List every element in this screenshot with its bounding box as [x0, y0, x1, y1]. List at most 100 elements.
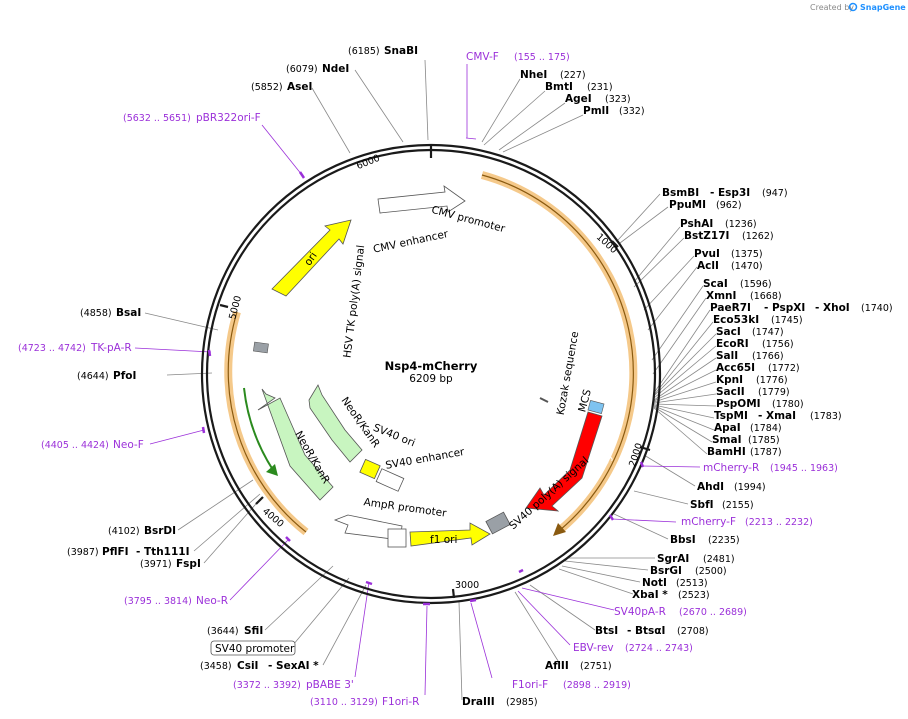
primer-mcherry-f[interactable]: mCherry-F — [681, 516, 736, 528]
site-bbsi[interactable]: BbsI — [670, 534, 696, 546]
site-eco53ki-pos: (1745) — [771, 315, 803, 326]
site-sfii[interactable]: SfiI — [244, 625, 263, 637]
site-bamhi[interactable]: BamHI — [707, 446, 746, 458]
site-xhoi[interactable]: - XhoI — [815, 302, 850, 314]
primer-cmv-f[interactable]: CMV-F — [466, 51, 499, 63]
primer-cmv-f-range: (155 .. 175) — [514, 52, 570, 63]
site-ecori[interactable]: EcoRI — [716, 338, 749, 350]
primer-lines — [134, 64, 701, 696]
sv40-ori-box[interactable] — [359, 458, 381, 480]
site-draiii-pos: (2985) — [506, 697, 538, 708]
site-xbai[interactable]: XbaI * — [632, 589, 668, 601]
site-asei[interactable]: AseI — [287, 81, 312, 93]
site-acli[interactable]: AclI — [697, 260, 719, 272]
sv40-promoter-box[interactable] — [210, 640, 296, 656]
site-bsmbi[interactable]: BsmBI — [662, 187, 699, 199]
site-pshai[interactable]: PshAI — [680, 218, 713, 230]
site-draiii[interactable]: DraIII — [462, 696, 495, 708]
sv40-enhancer-box[interactable] — [375, 468, 405, 492]
site-saci[interactable]: SacI — [716, 326, 741, 338]
primer-ebv-rev[interactable]: EBV-rev — [573, 642, 614, 654]
site-apai-pos: (1784) — [750, 423, 782, 434]
site-agei[interactable]: AgeI — [565, 93, 592, 105]
site-apai[interactable]: ApaI — [714, 422, 741, 434]
site-btsi[interactable]: BtsI — [595, 625, 618, 637]
site-pvui[interactable]: PvuI — [694, 248, 720, 260]
site-noti-pos: (2513) — [676, 578, 708, 589]
sv40-polya-box[interactable] — [485, 511, 511, 535]
site-scai[interactable]: ScaI — [703, 278, 728, 290]
site-bstz17i[interactable]: BstZ17I — [684, 230, 729, 242]
orange-feature-right-line — [481, 174, 634, 531]
site-pfoi[interactable]: PfoI — [113, 370, 136, 382]
site-esp3i[interactable]: - Esp3I — [710, 187, 750, 199]
site-bsrgi[interactable]: BsrGI — [650, 565, 682, 577]
site-btsai[interactable]: - BtsαI — [627, 625, 665, 637]
primer-f1ori-r[interactable]: F1ori-R — [382, 696, 419, 708]
site-pvui-pos: (1375) — [731, 249, 763, 260]
hsv-tk-box[interactable] — [253, 341, 269, 354]
site-eco53ki[interactable]: Eco53kI — [713, 314, 759, 326]
green-arc — [243, 387, 274, 471]
site-kpni[interactable]: KpnI — [716, 374, 743, 386]
site-fspi[interactable]: FspI — [176, 558, 201, 570]
site-bsmbi-pos: (947) — [762, 188, 788, 199]
label-hsv-tk: HSV TK poly(A) signal — [341, 244, 367, 358]
primer-pbr322ori-f[interactable]: pBR322ori-F — [196, 112, 261, 124]
primer-f1ori-f[interactable]: F1ori-F — [512, 679, 548, 691]
mcherry-arrow[interactable] — [525, 411, 603, 512]
site-xmni[interactable]: XmnI — [706, 290, 736, 302]
site-sali[interactable]: SalI — [716, 350, 738, 362]
site-ahdi[interactable]: AhdI — [697, 481, 724, 493]
cmv-promoter-arrow[interactable] — [377, 185, 466, 214]
site-kpni-pos: (1776) — [756, 375, 788, 386]
site-sacii[interactable]: SacII — [716, 386, 745, 398]
mcs-box[interactable] — [587, 399, 605, 415]
site-paer7i-pos: (1740) — [861, 303, 893, 314]
site-nhei[interactable]: NheI — [520, 69, 547, 81]
primer-pbabe3[interactable]: pBABE 3' — [306, 679, 354, 691]
site-ndei[interactable]: NdeI — [322, 63, 349, 75]
site-pmli[interactable]: PmlI — [583, 105, 609, 117]
primer-f1ori-f-range: (2898 .. 2919) — [563, 680, 631, 691]
site-xmai[interactable]: - XmaI — [758, 410, 796, 422]
site-sexai[interactable]: - SexAI * — [268, 660, 319, 672]
site-bsai-pos: (4858) — [80, 308, 112, 319]
primer-neo-r[interactable]: Neo-R — [196, 595, 228, 607]
primer-neo-f[interactable]: Neo-F — [113, 439, 144, 451]
ampr-promoter-arrow[interactable] — [333, 514, 403, 541]
site-paer7i[interactable]: PaeR7I — [710, 302, 751, 314]
site-bsrdi[interactable]: BsrDI — [144, 525, 176, 537]
neor-inner-arrow[interactable] — [308, 384, 363, 463]
site-acli-pos: (1470) — [731, 261, 763, 272]
site-smai[interactable]: SmaI — [712, 434, 742, 446]
label-ampr-promoter: AmpR promoter — [363, 496, 448, 520]
f1-ori-arrow[interactable] — [409, 522, 491, 547]
site-acc65i[interactable]: Acc65I — [716, 362, 755, 374]
site-ppumi[interactable]: PpuMI — [669, 199, 706, 211]
primer-tk-pa-r[interactable]: TK-pA-R — [90, 342, 132, 354]
site-noti[interactable]: NotI — [642, 577, 667, 589]
site-tth111i[interactable]: - Tth111I — [136, 546, 190, 558]
primer-sv40pa-r[interactable]: SV40pA-R — [614, 606, 666, 618]
site-snabi[interactable]: SnaBI — [384, 45, 418, 57]
site-pspomi[interactable]: PspOMI — [716, 398, 761, 410]
site-pshai-pos: (1236) — [725, 219, 757, 230]
site-csii[interactable]: CsiI — [237, 660, 258, 672]
ori-arrow[interactable] — [271, 219, 352, 297]
primer-f1ori-r-range: (3110 .. 3129) — [310, 697, 378, 708]
site-sbfi[interactable]: SbfI — [690, 499, 714, 511]
site-pflfi[interactable]: PflFI — [102, 546, 129, 558]
site-tspmi[interactable]: TspMI — [714, 410, 748, 422]
site-bsai[interactable]: BsaI — [116, 307, 141, 319]
site-aflii[interactable]: AflII — [545, 660, 569, 672]
neor-outer-arrow[interactable] — [257, 388, 334, 501]
site-bstz17i-pos: (1262) — [742, 231, 774, 242]
site-agei-pos: (323) — [605, 94, 631, 105]
site-sgrai[interactable]: SgrAI — [657, 553, 689, 565]
site-pfoi-pos: (4644) — [77, 371, 109, 382]
site-pspxi[interactable]: - PspXI — [764, 302, 805, 314]
site-bmti[interactable]: BmtI — [545, 81, 573, 93]
primer-mcherry-r[interactable]: mCherry-R — [703, 462, 759, 474]
